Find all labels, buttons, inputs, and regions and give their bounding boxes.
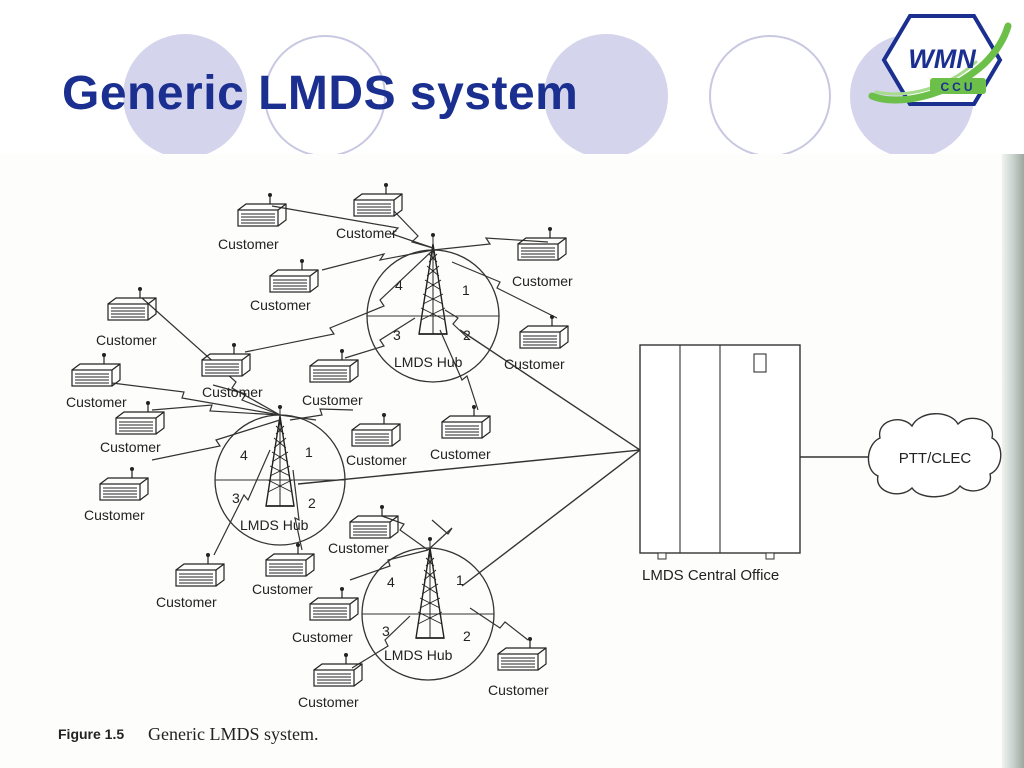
svg-text:4: 4: [240, 447, 248, 463]
svg-text:Customer: Customer: [298, 694, 359, 710]
wmn-logo: WMN CCU: [868, 14, 1012, 106]
svg-text:Customer: Customer: [488, 682, 549, 698]
svg-text:Customer: Customer: [292, 629, 353, 645]
svg-text:Customer: Customer: [512, 273, 573, 289]
hub-label-bottom: LMDS Hub: [384, 647, 453, 663]
hub-label-left: LMDS Hub: [240, 517, 309, 533]
deco-circle-1: [123, 34, 247, 158]
svg-text:Customer: Customer: [250, 297, 311, 313]
svg-text:Customer: Customer: [346, 452, 407, 468]
figure-caption: Generic LMDS system.: [148, 724, 319, 744]
deco-circle-3: [544, 34, 668, 158]
svg-text:2: 2: [308, 495, 316, 511]
svg-text:Customer: Customer: [302, 392, 363, 408]
svg-text:2: 2: [463, 628, 471, 644]
logo-sub-band: [930, 78, 986, 94]
svg-text:1: 1: [456, 572, 464, 588]
svg-text:1: 1: [305, 444, 313, 460]
svg-text:Customer: Customer: [96, 332, 157, 348]
cloud-label: PTT/CLEC: [899, 450, 972, 467]
svg-text:Customer: Customer: [66, 394, 127, 410]
page-binding-edge: [1002, 154, 1024, 768]
logo-subtext: CCU: [941, 80, 976, 94]
svg-text:3: 3: [232, 490, 240, 506]
hub-label-top: LMDS Hub: [394, 354, 463, 370]
svg-text:Customer: Customer: [504, 356, 565, 372]
logo-text: WMN: [908, 44, 976, 74]
svg-text:Customer: Customer: [336, 225, 397, 241]
svg-text:1: 1: [462, 282, 470, 298]
svg-text:3: 3: [393, 327, 401, 343]
central-office-cabinet: [639, 344, 801, 560]
logo-green-swoosh: [868, 22, 1012, 104]
svg-text:Customer: Customer: [84, 507, 145, 523]
svg-text:Customer: Customer: [218, 236, 279, 252]
pttclec-cloud: [867, 413, 1002, 498]
logo-green-swoosh-inner: [874, 60, 978, 96]
backhaul-links: [297, 329, 641, 587]
svg-text:Customer: Customer: [252, 581, 313, 597]
svg-text:Customer: Customer: [328, 540, 389, 556]
sector-numbers: 1 2 3 4 1 2 3 4 1 2 3 4: [232, 277, 471, 644]
svg-text:Customer: Customer: [156, 594, 217, 610]
radio-links: [103, 205, 558, 669]
svg-text:4: 4: [395, 277, 403, 293]
figure-number: Figure 1.5: [58, 726, 125, 742]
central-office-label: LMDS Central Office: [642, 567, 779, 584]
svg-text:4: 4: [387, 574, 395, 590]
hub-bottom: [361, 536, 495, 681]
slide-title: Generic LMDS system: [62, 67, 579, 120]
svg-text:3: 3: [382, 623, 390, 639]
hub-labels: LMDS Hub LMDS Hub LMDS Hub: [240, 354, 463, 663]
svg-text:Customer: Customer: [100, 439, 161, 455]
svg-text:2: 2: [463, 327, 471, 343]
customer-labels: Customer Customer Customer Customer Cust…: [66, 225, 573, 710]
svg-text:Customer: Customer: [202, 384, 263, 400]
svg-text:Customer: Customer: [430, 446, 491, 462]
